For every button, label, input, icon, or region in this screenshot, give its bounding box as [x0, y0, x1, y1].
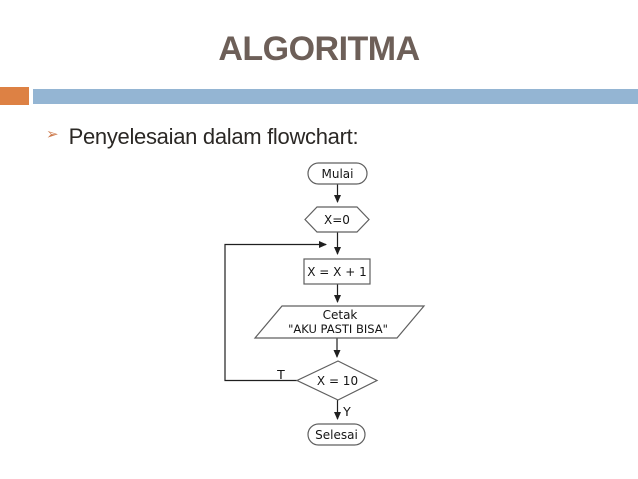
start-label: Mulai [322, 167, 354, 181]
decision-diamond-shape [295, 360, 379, 401]
process-label: X = X + 1 [307, 265, 366, 279]
end-label: Selesai [315, 428, 358, 442]
divider-blue-bar [33, 89, 638, 104]
slide-title: ALGORITMA [218, 30, 420, 68]
arrow-bullet-icon: ➢ [46, 126, 59, 143]
decision-label: X = 10 [317, 374, 358, 388]
output-parallelogram-shape [253, 305, 426, 339]
connector-loop-back [224, 241, 327, 382]
init-label: X=0 [324, 213, 350, 227]
bullet-text: Penyelesaian dalam flowchart: [68, 124, 359, 149]
divider-orange-block [0, 87, 29, 105]
output-label-line2: "AKU PASTI BISA" [288, 322, 388, 336]
decision-false-label: T [276, 367, 285, 382]
preparation-hexagon-shape [304, 206, 370, 233]
decision-true-label: Y [342, 404, 351, 419]
output-label-line1: Cetak [323, 308, 358, 322]
start-terminator-shape [307, 162, 368, 185]
bullet-item: ➢ Penyelesaian dalam flowchart: [46, 124, 359, 149]
process-rectangle-shape [303, 258, 371, 285]
end-terminator-shape [307, 423, 366, 446]
